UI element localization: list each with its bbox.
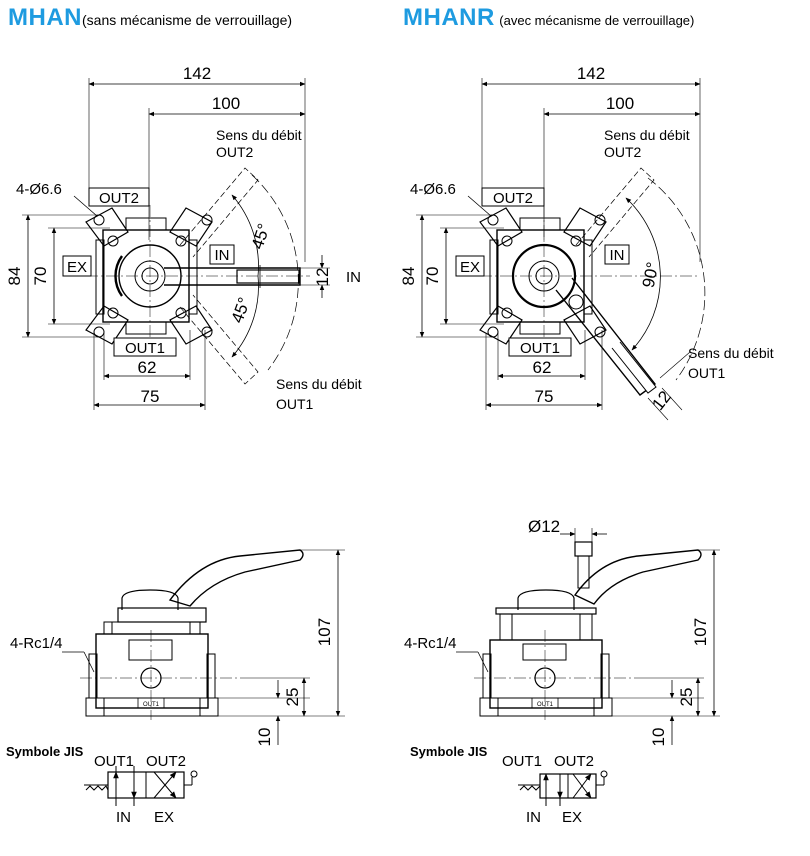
- mhan-model: MHAN: [8, 4, 82, 31]
- mhanr-port-in: IN: [610, 247, 625, 264]
- mhan-dim-height-outer: 84: [5, 267, 24, 286]
- mhanr-note: (avec mécanisme de verrouillage): [499, 13, 695, 28]
- mhanr-angle: 90°: [639, 260, 663, 289]
- mhan-jis-in: IN: [116, 809, 131, 826]
- mhan-dim-width-outer: 75: [141, 387, 160, 406]
- mhanr-side-knob: Ø12: [528, 517, 560, 536]
- mhanr-port-out2: OUT2: [493, 190, 533, 207]
- mhanr-side-view: [456, 528, 720, 745]
- mhanr-jis-in: IN: [526, 809, 541, 826]
- mhanr-title: MHANR (avec mécanisme de verrouillage): [403, 4, 694, 32]
- mhan-port-out1: OUT1: [125, 340, 165, 357]
- mhan-jis-out2: OUT2: [146, 753, 186, 770]
- mhan-dim-handle-width: 12: [313, 268, 332, 287]
- mhan-flow-out2-line1: Sens du débit: [216, 127, 302, 143]
- mhanr-jis-symbol: [518, 770, 608, 806]
- mhan-holes-callout: 4-Ø6.6: [16, 181, 62, 198]
- mhan-angle-lower: 45°: [228, 295, 255, 326]
- mhan-dim-width-inner: 62: [138, 358, 157, 377]
- mhan-side-base: 10: [255, 728, 274, 747]
- mhan-jis-labels: Symbole JIS OUT1 OUT2 IN EX: [6, 744, 186, 826]
- mhan-port-in: IN: [215, 247, 230, 264]
- mhanr-side-base: 10: [649, 728, 668, 747]
- mhan-side-labels: 4-Rc1/4 107 25 10 OUT1: [10, 618, 334, 747]
- mhan-side-view: [62, 549, 345, 745]
- mhan-note: (sans mécanisme de verrouillage): [82, 12, 293, 28]
- mhan-title: MHAN(sans mécanisme de verrouillage): [8, 4, 292, 32]
- mhanr-top-view: [416, 78, 706, 421]
- mhanr-port-out1: OUT1: [520, 340, 560, 357]
- mhanr-side-port-height: 25: [677, 688, 696, 707]
- mhanr-jis-label: Symbole JIS: [410, 744, 488, 759]
- mhanr-dim-height-inner: 70: [423, 267, 442, 286]
- mhanr-side-plate: OUT1: [537, 702, 554, 708]
- mhan-dim-center-offset: 100: [212, 94, 240, 113]
- mhan-jis-label: Symbole JIS: [6, 744, 84, 759]
- mhan-side-port-height: 25: [283, 688, 302, 707]
- mhan-jis-ex: EX: [154, 809, 174, 826]
- mhanr-flow-out1-line1: Sens du débit: [688, 345, 774, 361]
- mhanr-flow-out2-line1: Sens du débit: [604, 127, 690, 143]
- mhanr-top-labels: 142 100 Sens du débit OUT2 4-Ø6.6 OUT2 I…: [399, 64, 774, 414]
- mhanr-port-ex: EX: [460, 259, 480, 276]
- mhanr-jis-out1: OUT1: [502, 753, 542, 770]
- mhan-side-height: 107: [315, 618, 334, 646]
- mhanr-holes-callout: 4-Ø6.6: [410, 181, 456, 198]
- mhanr-dim-handle-width: 12: [648, 387, 675, 414]
- mhanr-port-out2-box: [481, 187, 545, 207]
- mhan-angle-upper: 45°: [248, 221, 274, 251]
- mhan-flow-out2-line2: OUT2: [216, 144, 254, 160]
- mhanr-dim-width-outer: 75: [535, 387, 554, 406]
- mhan-port-out2: OUT2: [99, 190, 139, 207]
- mhanr-dim-center-offset: 100: [606, 94, 634, 113]
- mhan-handle-in: IN: [346, 269, 361, 286]
- mhanr-port-out1-box: [508, 337, 572, 357]
- mhan-port-ex-box: [62, 255, 92, 277]
- mhan-flow-out1-line1: Sens du débit: [276, 376, 362, 392]
- mhan-flow-out1-line2: OUT1: [276, 396, 314, 412]
- mhan-port-in-box: [209, 244, 235, 265]
- mhanr-side-ports: 4-Rc1/4: [404, 635, 457, 652]
- mhan-jis-out1: OUT1: [94, 753, 134, 770]
- mhanr-jis-out2: OUT2: [554, 753, 594, 770]
- mhanr-port-ex-box: [455, 255, 485, 277]
- mhanr-model: MHANR: [403, 4, 495, 31]
- mhan-port-ex: EX: [67, 259, 87, 276]
- mhan-dim-overall-width: 142: [183, 64, 211, 83]
- mhanr-jis-ex: EX: [562, 809, 582, 826]
- mhanr-side-height: 107: [691, 618, 710, 646]
- mhanr-side-labels: Ø12 4-Rc1/4 107 25 10 OUT1: [404, 517, 710, 746]
- mhan-top-labels: 142 100 Sens du débit OUT2 4-Ø6.6 OUT2 I…: [5, 64, 362, 412]
- mhanr-dim-width-inner: 62: [533, 358, 552, 377]
- mhanr-flow-out1-line2: OUT1: [688, 365, 726, 381]
- mhanr-flow-out2-line2: OUT2: [604, 144, 642, 160]
- mhanr-dim-height-outer: 84: [399, 267, 418, 286]
- mhan-port-out2-box: [88, 187, 150, 207]
- mhan-side-ports: 4-Rc1/4: [10, 635, 63, 652]
- mhan-top-view: [22, 78, 330, 410]
- mhan-jis-symbol: [84, 766, 198, 806]
- mhanr-port-in-box: [604, 244, 630, 265]
- mhan-dim-height-inner: 70: [31, 267, 50, 286]
- mhanr-jis-labels: Symbole JIS OUT1 OUT2 IN EX: [410, 744, 594, 826]
- mhanr-dim-overall-width: 142: [577, 64, 605, 83]
- mhan-port-out1-box: [113, 337, 177, 357]
- mhan-side-plate: OUT1: [143, 702, 160, 708]
